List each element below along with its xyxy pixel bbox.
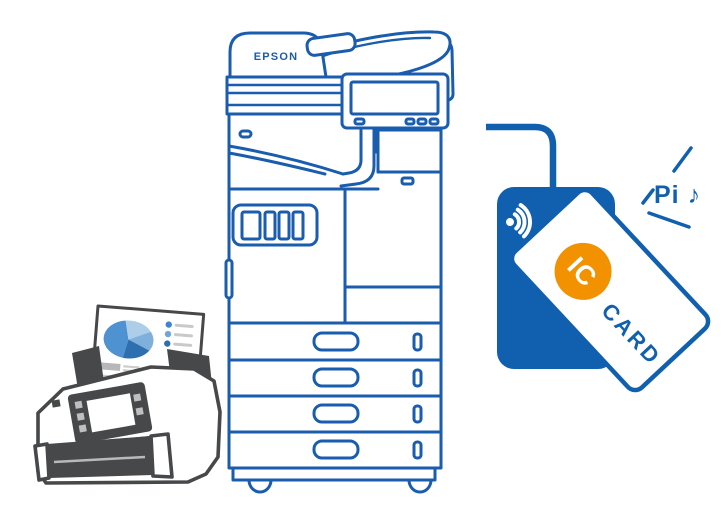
- paper-tray-3: [312, 403, 423, 424]
- scanner-illustration: [33, 304, 222, 485]
- tray-handle: [312, 403, 360, 424]
- printer-brand-label: EPSON: [254, 51, 299, 63]
- touchscreen: [349, 80, 440, 116]
- legend-line: [174, 323, 194, 328]
- caster-wheel: [247, 478, 273, 494]
- side-latch: [224, 258, 234, 300]
- chart-legend: [164, 321, 194, 347]
- pie-slice-dark: [122, 339, 150, 359]
- ink-slot: [291, 210, 305, 241]
- panel-arm-inner: [341, 127, 363, 176]
- nfc-waves-icon: [506, 203, 532, 239]
- panel-arm-outer: [339, 127, 376, 188]
- sound-effect: Pi ♪: [641, 146, 701, 229]
- scanner-output-slot: [47, 436, 153, 478]
- output-slot-gap: [53, 455, 146, 464]
- pie-slice-light: [128, 331, 154, 351]
- output-tray-edge: [227, 144, 345, 176]
- scanner-power-button: [51, 399, 61, 408]
- legend-line: [173, 342, 193, 347]
- ink-slot: [240, 210, 262, 241]
- tray-lock: [412, 332, 423, 352]
- output-tray-edge: [227, 151, 327, 176]
- caster-wheel: [407, 478, 433, 494]
- ic-card-face: [509, 187, 711, 393]
- scanner-button: [133, 393, 142, 402]
- panel-button: [428, 117, 440, 126]
- legend-dot: [165, 321, 172, 328]
- paper-tray-4: [312, 439, 423, 460]
- printer-body: [227, 112, 443, 470]
- legend-dot: [164, 330, 172, 338]
- paper-tray-1: [312, 331, 423, 352]
- legend-dot: [164, 340, 171, 347]
- tray-lock: [412, 368, 423, 388]
- ink-cartridge-door: [231, 203, 319, 247]
- sound-mark: [672, 146, 693, 173]
- scanner-control-panel: [67, 382, 153, 444]
- home-button: [353, 117, 366, 126]
- paper-tray-2: [312, 367, 423, 388]
- ink-slot: [263, 210, 277, 241]
- ic-card: IC CARD: [509, 187, 711, 393]
- status-indicator: [400, 176, 415, 186]
- printer-illustration: EPSON: [224, 30, 455, 494]
- scanner-button: [74, 400, 83, 409]
- pie-slice-main: [103, 320, 129, 358]
- tray-handle: [312, 331, 360, 352]
- card-reader-illustration: IC CARD Pi ♪: [486, 123, 711, 393]
- panel-button: [404, 117, 416, 126]
- adf-paper-stopper: [305, 32, 357, 57]
- tray-lock: [412, 440, 423, 460]
- tray-handle: [312, 439, 360, 460]
- sound-note-label: Pi ♪: [654, 181, 701, 209]
- sound-mark: [647, 211, 691, 229]
- pie-slice-pale: [125, 320, 151, 340]
- scanner-button: [76, 412, 85, 421]
- scanner-screen: [86, 393, 136, 433]
- scanner-button: [135, 407, 144, 416]
- printer-base: [231, 466, 437, 482]
- panel-button: [416, 117, 428, 126]
- ink-slot: [277, 210, 291, 241]
- pie-chart: [103, 320, 154, 359]
- front-corner-left: [33, 442, 51, 482]
- reader-cable: [486, 123, 557, 190]
- tray-handle: [312, 367, 360, 388]
- tray-lock: [412, 404, 423, 424]
- ic-badge: [554, 242, 612, 300]
- scanner-button: [78, 424, 87, 433]
- power-indicator: [238, 129, 253, 139]
- legend-line: [173, 333, 193, 338]
- printer-control-panel: [340, 72, 450, 130]
- sound-mark: [641, 188, 655, 205]
- front-corner-right: [149, 432, 174, 479]
